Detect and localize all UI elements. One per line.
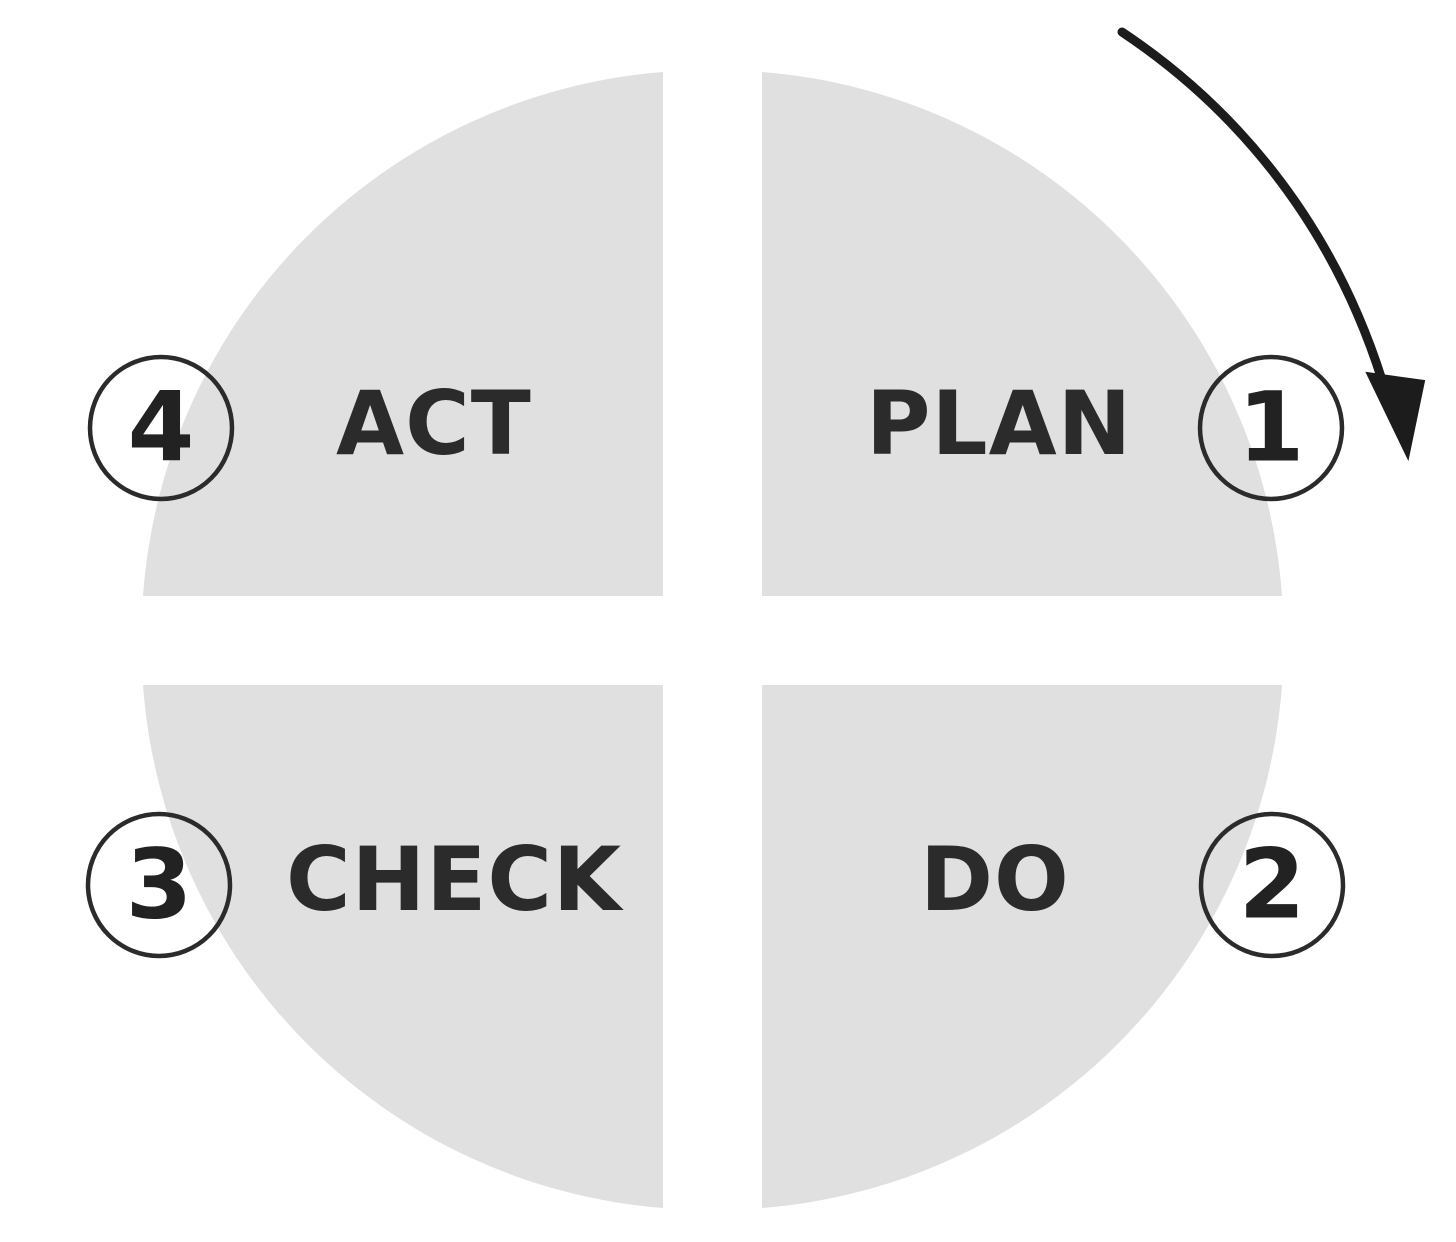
step-badge-3-number: 3 — [126, 828, 193, 940]
cycle-arrow-icon — [1117, 27, 1426, 462]
quadrant-label-check: CHECK — [286, 828, 624, 931]
step-badge-4-number: 4 — [128, 371, 195, 483]
step-badge-2-number: 2 — [1239, 828, 1306, 940]
quadrant-do-shape[interactable] — [762, 685, 1282, 1208]
quadrant-label-act: ACT — [336, 372, 532, 475]
quadrant-act-shape[interactable] — [143, 72, 663, 596]
step-badge-1-number: 1 — [1238, 371, 1305, 483]
step-badge-1-ring — [1197, 354, 1345, 502]
step-badge-4[interactable]: 4 — [87, 354, 235, 502]
quadrant-label-plan: PLAN — [866, 372, 1132, 475]
cycle-arrow-head — [1365, 371, 1426, 462]
quadrant-plan-shape[interactable] — [762, 72, 1282, 596]
quadrant-check-shape[interactable] — [143, 685, 663, 1208]
step-badge-2-ring — [1198, 811, 1346, 959]
step-badge-4-ring — [87, 354, 235, 502]
cycle-arrow-curve — [1117, 27, 1387, 385]
step-badge-1[interactable]: 1 — [1197, 354, 1345, 502]
step-badge-3-ring — [85, 811, 233, 959]
step-badge-2[interactable]: 2 — [1198, 811, 1346, 959]
quadrant-label-do: DO — [920, 828, 1070, 931]
step-badge-3[interactable]: 3 — [85, 811, 233, 959]
